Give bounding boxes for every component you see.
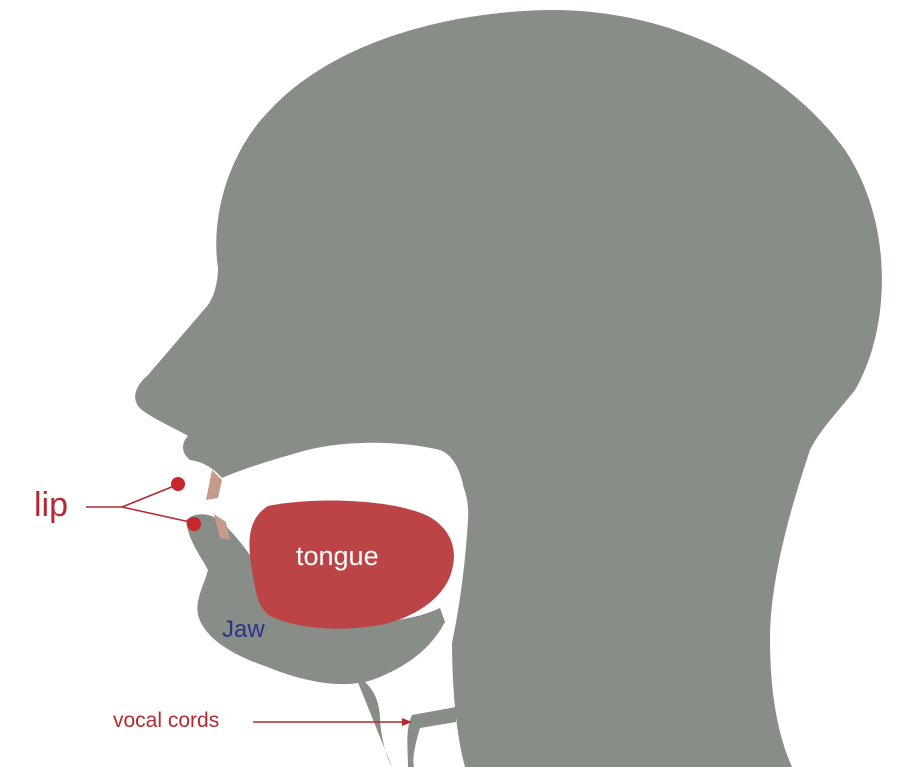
lip-label: lip (34, 486, 69, 524)
throat (355, 675, 456, 767)
lower-lip-marker (187, 517, 201, 531)
upper-tooth (206, 470, 222, 500)
lower-tooth (214, 514, 230, 540)
vocal-cords-arrow (253, 718, 412, 726)
lip-leader-lines (86, 485, 191, 523)
tongue (249, 500, 454, 629)
tongue-label: tongue (296, 541, 379, 571)
upper-lip-marker (171, 477, 185, 491)
mouth-opening (168, 495, 232, 514)
head-silhouette (135, 9, 882, 767)
vocal-cords-label: vocal cords (113, 709, 220, 732)
jaw-label: Jaw (222, 616, 265, 643)
